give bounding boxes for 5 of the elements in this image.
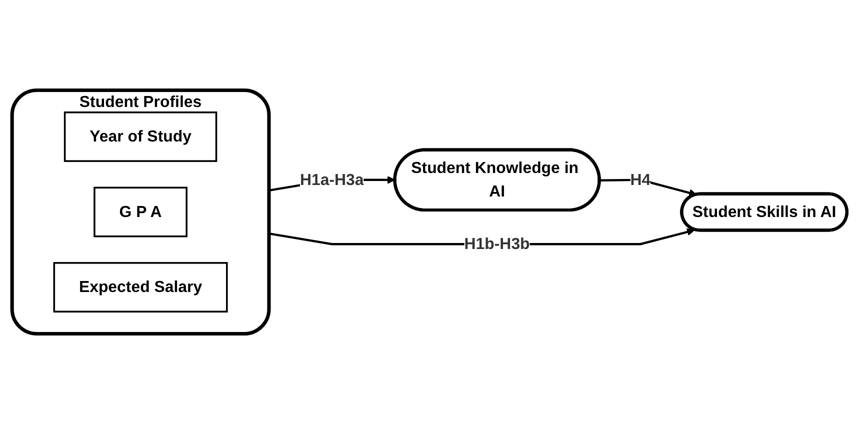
edge-label: H4 xyxy=(630,170,651,188)
edge-label: H1b-H3b xyxy=(464,234,530,253)
node-box: Year of Study xyxy=(64,111,218,162)
node-box: G P A xyxy=(94,186,188,238)
node-box: Expected Salary xyxy=(53,262,228,313)
